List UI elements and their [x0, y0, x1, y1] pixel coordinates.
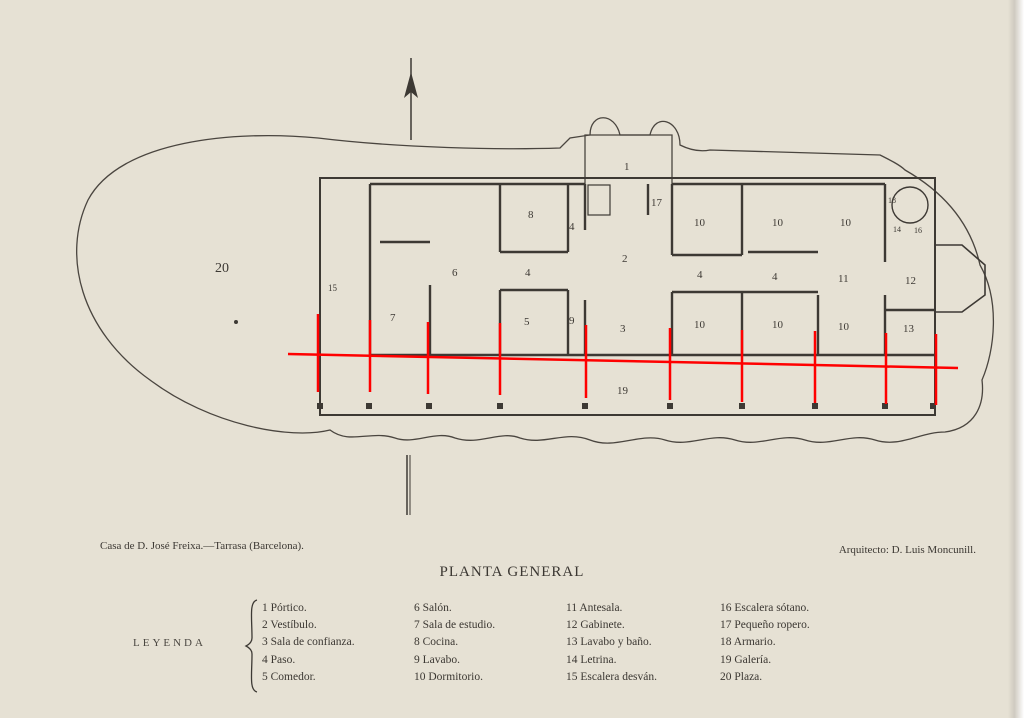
scan-edge: [1008, 0, 1024, 718]
room-label: 14: [893, 225, 901, 234]
room-label: 2: [622, 253, 628, 265]
room-label: 10: [772, 319, 784, 331]
legend-item: 19 Galería.: [720, 653, 772, 666]
room-label: 4: [569, 221, 575, 233]
room-label: 10: [694, 217, 706, 229]
legend-item: 15 Escalera desván.: [566, 670, 658, 683]
legend-item: 13 Lavabo y baño.: [566, 636, 652, 649]
room-label: 15: [328, 283, 338, 293]
legend-column-1: 1 Pórtico. 2 Vestíbulo. 3 Sala de confia…: [262, 600, 355, 686]
room-label: 12: [905, 275, 916, 287]
room-labels: 1 2 3 4 4 4 4 5 6 7 8 9 10 10 10 10 10 1…: [215, 161, 922, 397]
room-label: 17: [651, 197, 663, 209]
legend-brace: [244, 599, 258, 693]
room-label: 3: [620, 323, 626, 335]
legend-item: 2 Vestíbulo.: [262, 619, 317, 632]
room-label: 10: [840, 217, 852, 229]
legend-item: 17 Pequeño ropero.: [720, 619, 810, 632]
room-label: 10: [838, 321, 850, 333]
legend-item: 10 Dormitorio.: [414, 670, 483, 683]
room-label: 8: [528, 209, 534, 221]
room-label: 10: [772, 217, 784, 229]
legend-item: 8 Cocina.: [414, 636, 459, 649]
site-outline: [76, 117, 995, 444]
spiral-stair: [891, 186, 929, 224]
plaza-dot: [234, 320, 238, 324]
interior-walls: [368, 182, 935, 357]
legend-item: 11 Antesala.: [566, 602, 623, 614]
room-label: 4: [772, 271, 778, 283]
legend-item: 14 Letrina.: [566, 653, 617, 666]
galeria-columns: [317, 403, 936, 409]
room-label: 18: [888, 196, 896, 205]
caption-right: Arquitecto: D. Luis Moncunill.: [838, 544, 976, 556]
legend-label: LEYENDA: [133, 637, 206, 649]
legend-item: 12 Gabinete.: [566, 619, 625, 632]
room-label: 13: [903, 323, 915, 335]
legend-item: 5 Comedor.: [262, 670, 316, 683]
red-horizontal-line: [287, 352, 959, 370]
room-label: 5: [524, 316, 530, 328]
room-label: 1: [624, 161, 630, 173]
room-label: 6: [452, 267, 458, 279]
house-outer-wall: [319, 177, 936, 416]
legend-column-2: 6 Salón. 7 Sala de estudio. 8 Cocina. 9 …: [414, 600, 495, 686]
legend-item: 7 Sala de estudio.: [414, 619, 496, 632]
legend-item: 6 Salón.: [414, 602, 452, 614]
stair-box: [587, 184, 611, 216]
room-label: 9: [569, 315, 575, 327]
red-annotation-grid: [287, 314, 959, 405]
legend-item: 18 Armario.: [720, 636, 776, 649]
caption-left: Casa de D. José Freixa.—Tarrasa (Barcelo…: [100, 540, 304, 552]
room-label: 10: [694, 319, 706, 331]
legend-column-3: 11 Antesala. 12 Gabinete. 13 Lavabo y ba…: [566, 600, 657, 686]
north-arrow-head: [404, 72, 418, 98]
room-label: 4: [697, 269, 703, 281]
portico-outline: [584, 134, 673, 184]
legend-item: 1 Pórtico.: [262, 602, 307, 614]
room-label: 11: [838, 273, 849, 285]
room-label: 7: [390, 312, 396, 324]
room-label: 19: [617, 385, 629, 397]
room-label: 20: [215, 261, 229, 276]
legend-item: 20 Plaza.: [720, 670, 763, 683]
legend-item: 9 Lavabo.: [414, 653, 460, 666]
plan-title: PLANTA GENERAL: [439, 564, 585, 580]
legend-item: 4 Paso.: [262, 653, 296, 666]
legend-column-4: 16 Escalera sótano. 17 Pequeño ropero. 1…: [720, 600, 810, 686]
bay-window: [935, 244, 986, 313]
room-label: 4: [525, 267, 531, 279]
room-label: 16: [914, 226, 922, 235]
legend-item: 16 Escalera sótano.: [720, 602, 810, 614]
legend-item: 3 Sala de confianza.: [262, 636, 355, 649]
